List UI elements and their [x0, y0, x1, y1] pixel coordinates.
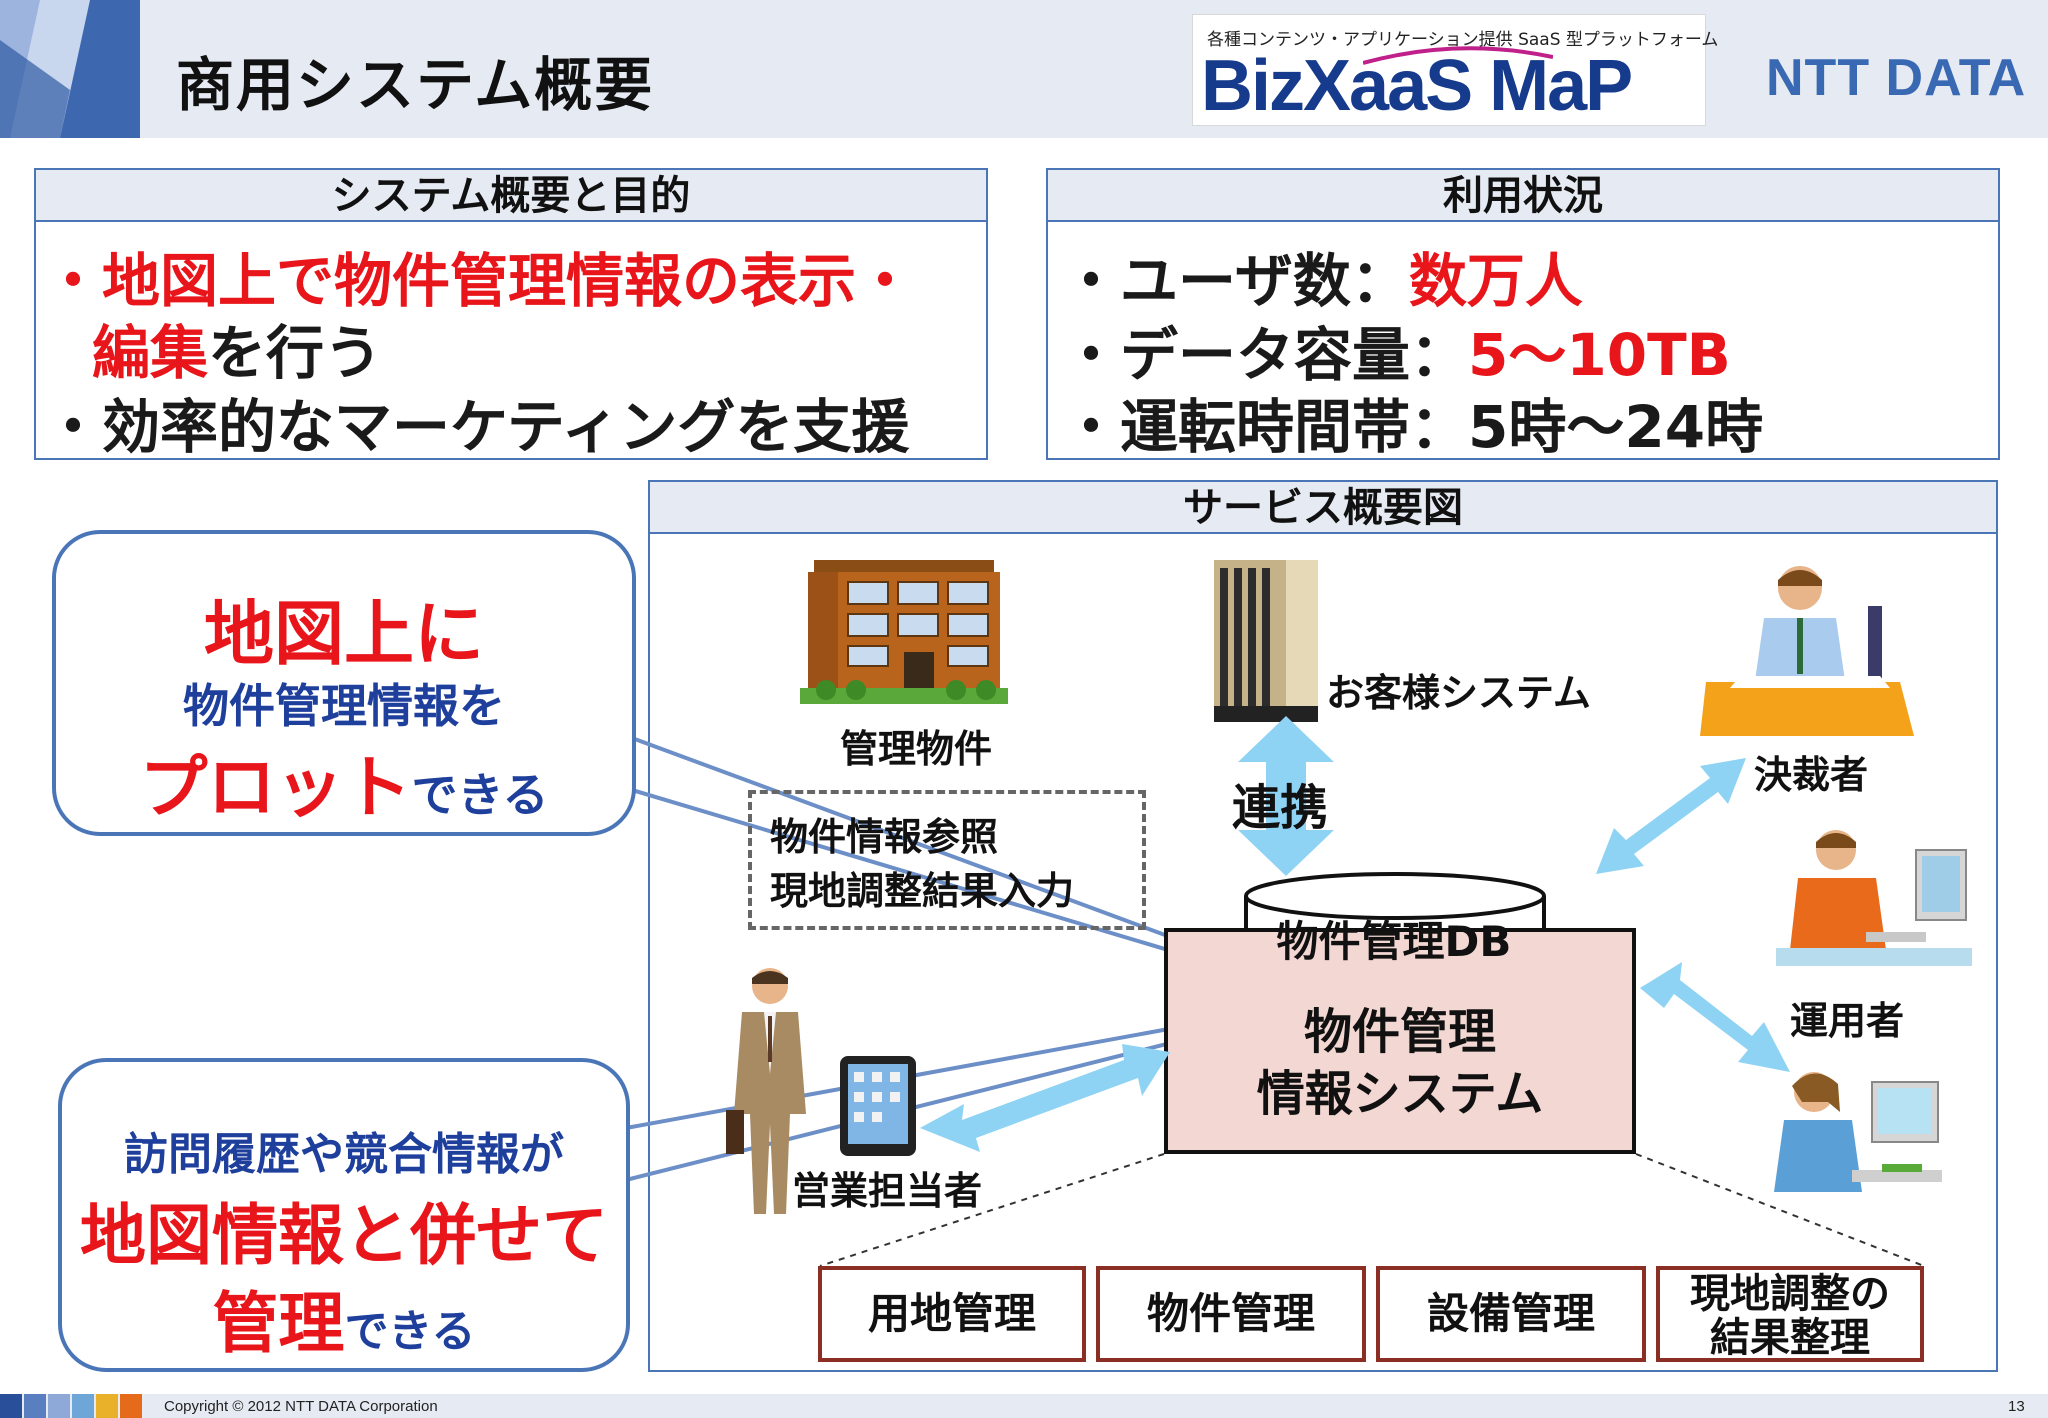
operator-icon: [1776, 830, 1972, 966]
customer-system-label: お客様システム: [1326, 671, 1591, 715]
database-label: 物件管理DB: [1276, 917, 1512, 966]
footer-color-squares: [0, 1394, 142, 1418]
module-equipment-label: 設備管理: [1426, 1289, 1595, 1338]
renkei-label: 連携: [1232, 780, 1329, 836]
renkei-arrow-icon: [1238, 716, 1334, 876]
sales-person-icon: [726, 968, 806, 1214]
service-heading: サービス概要図: [650, 482, 1996, 534]
operator-2-icon: [1774, 1072, 1942, 1192]
connector-line-top-2: [631, 788, 1263, 980]
callout-plot-line-3: プロットできる: [56, 732, 632, 831]
approver-label: 決裁者: [1754, 753, 1869, 797]
usage-users-value: 数万人: [1408, 247, 1583, 315]
bizxaas-logo: 各種コンテンツ・アプリケーション提供 SaaS 型プラットフォーム BizXaa…: [1192, 14, 1718, 126]
property-info-system: 物件管理 情報システム: [1164, 928, 1636, 1154]
callout-manage-red: 管理: [212, 1285, 345, 1362]
module-property: 物件管理: [1096, 1266, 1366, 1362]
module-site-line-1: 現地調整の: [1690, 1271, 1890, 1317]
overview-line-2-black: を行う: [208, 319, 383, 387]
sales-label: 営業担当者: [792, 1169, 983, 1213]
callout-plot-line-2: 物件管理情報を: [183, 679, 505, 733]
system-line-1: 物件管理: [1303, 1004, 1496, 1060]
bullet: ・: [44, 247, 103, 315]
approver-icon: [1700, 566, 1914, 736]
usage-capacity-value: 5～10TB: [1468, 321, 1731, 389]
module-land-label: 用地管理: [867, 1289, 1036, 1338]
header-bar: [0, 0, 2048, 138]
server-icon: [1214, 560, 1318, 722]
overview-line-3: ・効率的なマーケティングを支援: [44, 393, 910, 461]
callout-manage-line-1: 訪問履歴や競合情報が: [124, 1129, 564, 1180]
callout-manage: 訪問履歴や競合情報が 地図情報と併せて 管理できる: [58, 1058, 630, 1372]
copyright: Copyright © 2012 NTT DATA Corporation: [164, 1398, 438, 1415]
callout-plot-line-1: 地図上に: [204, 593, 484, 675]
operator-label: 運用者: [1790, 999, 1905, 1043]
usage-capacity: ・データ容量：5～10TB: [1062, 308, 1731, 392]
ntt-data-logo: NTT DATA: [1766, 49, 2027, 107]
usage-hours: ・運転時間帯：5時～24時: [1062, 393, 1764, 461]
module-site-line-2: 結果整理: [1710, 1315, 1870, 1361]
system-line-2: 情報システム: [1256, 1066, 1544, 1122]
module-land: 用地管理: [818, 1266, 1086, 1362]
overview-panel: システム概要と目的 ・地図上で物件管理情報の表示・ 編集を行う ・効率的なマーケ…: [34, 168, 988, 461]
footer-bar: [0, 1394, 2048, 1418]
header-decoration: [0, 0, 140, 138]
bizxaas-tagline: 各種コンテンツ・アプリケーション提供 SaaS 型プラットフォーム: [1207, 30, 1719, 50]
usage-panel: 利用状況 ・ユーザ数：数万人 ・データ容量：5～10TB ・運転時間帯：5時～2…: [1046, 168, 2000, 461]
reference-line-1: 物件情報参照: [770, 815, 999, 859]
callout-plot-blue: できる: [411, 768, 549, 822]
sales-system-arrow-icon: [920, 1044, 1170, 1152]
overview-line-2-red: 編集: [92, 319, 209, 387]
callout-manage-blue: できる: [344, 1306, 476, 1357]
overview-line-1: ・地図上で物件管理情報の表示・: [44, 234, 914, 318]
module-link-left: [819, 1153, 1165, 1267]
module-link-right: [1635, 1153, 1925, 1267]
callout-plot: 地図上に 物件管理情報を プロットできる: [52, 530, 636, 836]
usage-heading: 利用状況: [1048, 170, 1998, 222]
usage-capacity-label: ・データ容量：: [1062, 321, 1469, 389]
page-number: 13: [2008, 1398, 2025, 1415]
tablet-icon: [840, 1056, 916, 1156]
usage-users: ・ユーザ数：数万人: [1062, 234, 1583, 318]
callout-plot-red: プロット: [139, 749, 412, 828]
overview-heading: システム概要と目的: [36, 170, 986, 222]
approver-system-arrow-icon: [1596, 758, 1746, 874]
overview-line-2: 編集を行う: [92, 306, 382, 390]
building-icon: [800, 560, 1008, 704]
module-property-label: 物件管理: [1146, 1289, 1315, 1338]
reference-line-2: 現地調整結果入力: [770, 869, 1075, 913]
callout-manage-line-3: 管理できる: [62, 1270, 626, 1366]
swoosh-icon: [1363, 46, 1553, 65]
callout-manage-line-2: 地図情報と併せて: [80, 1197, 608, 1274]
module-equipment: 設備管理: [1376, 1266, 1646, 1362]
module-site-coordination: 現地調整の 結果整理: [1656, 1266, 1924, 1362]
property-label: 管理物件: [840, 727, 993, 771]
operator-system-arrow-icon: [1640, 962, 1790, 1072]
connector-line-bottom-1: [625, 1010, 1263, 1130]
bizxaas-name: BizXaaS MaP: [1201, 46, 1633, 126]
reference-input-box: 物件情報参照 現地調整結果入力: [748, 790, 1146, 930]
usage-users-label: ・ユーザ数：: [1062, 247, 1409, 315]
page-title: 商用システム概要: [176, 51, 655, 119]
overview-line-1-text: 地図上で物件管理情報の表示・: [102, 247, 915, 315]
